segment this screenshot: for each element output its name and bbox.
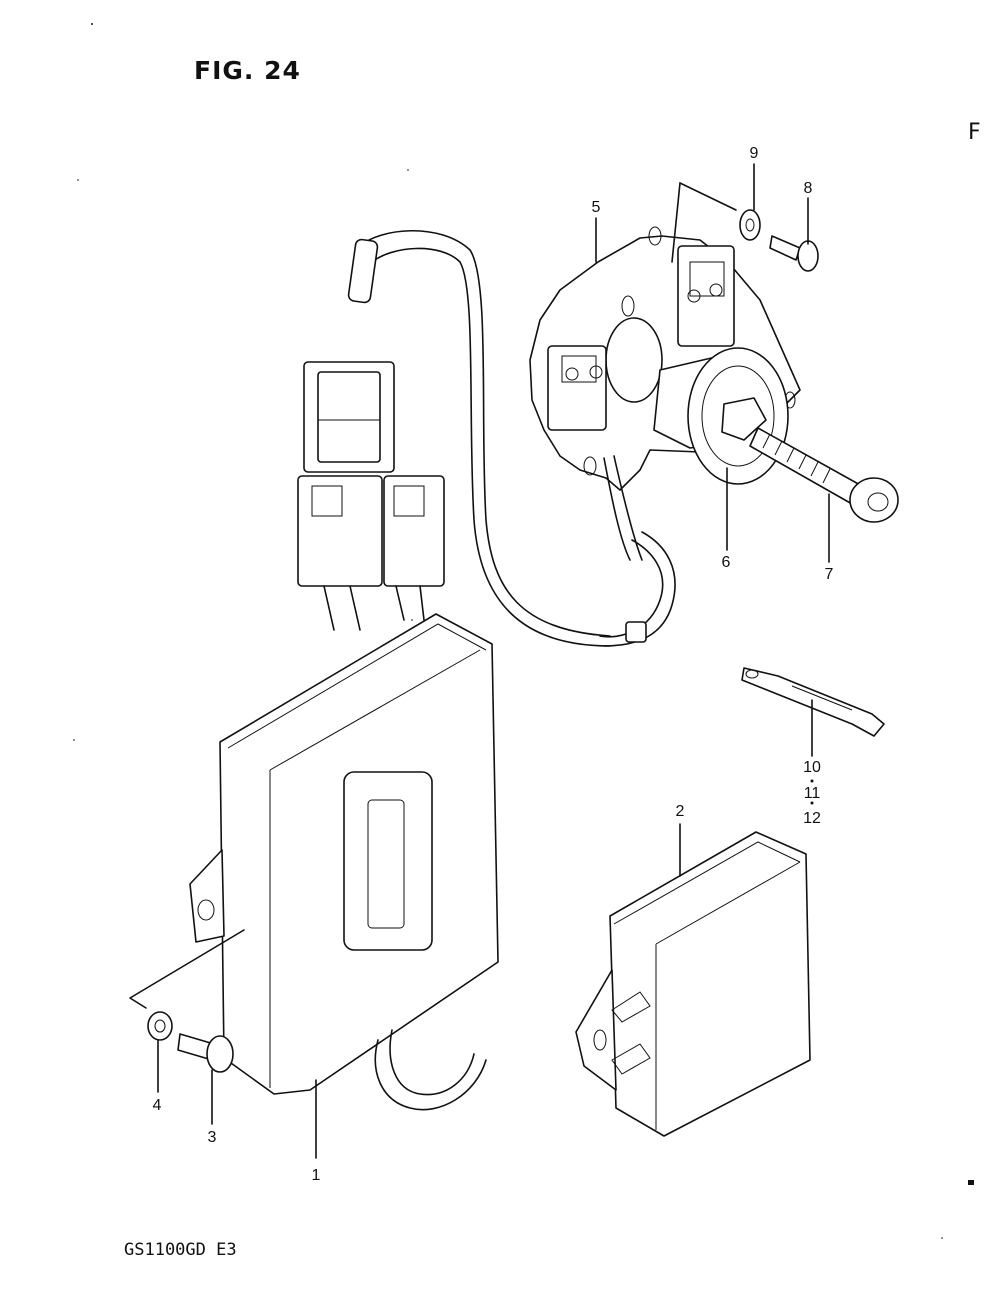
callout-11: 11 bbox=[803, 785, 821, 802]
rotor-bolt bbox=[749, 427, 899, 523]
page-edge-mark: F bbox=[968, 120, 981, 145]
callout-1: 1 bbox=[311, 1167, 321, 1184]
callout-6: 6 bbox=[721, 554, 731, 571]
harness-connectors bbox=[297, 361, 445, 631]
callout-2: 2 bbox=[675, 803, 685, 820]
callout-9: 9 bbox=[749, 145, 759, 162]
scan-specks bbox=[73, 23, 974, 1239]
callout-4: 4 bbox=[152, 1097, 162, 1114]
callout-10: 10 bbox=[803, 759, 821, 776]
ignitor-screw-and-washer bbox=[147, 1011, 234, 1073]
callout-7: 7 bbox=[824, 566, 834, 583]
figure-title: FIG. 24 bbox=[194, 56, 301, 85]
callout-5: 5 bbox=[591, 199, 601, 216]
callout-8: 8 bbox=[803, 180, 813, 197]
signal-rotor bbox=[653, 347, 789, 485]
ignitor-unit-main bbox=[129, 613, 499, 1111]
ignitor-unit-secondary bbox=[575, 831, 811, 1137]
callout-12: 12 bbox=[803, 810, 821, 827]
mounting-bracket bbox=[741, 667, 885, 737]
callout-3: 3 bbox=[207, 1129, 217, 1146]
plate-screw-and-washer bbox=[671, 182, 819, 272]
model-code: GS1100GD E3 bbox=[124, 1240, 237, 1260]
pickup-wiring-harness bbox=[347, 229, 676, 647]
leader-lines bbox=[157, 163, 830, 1159]
